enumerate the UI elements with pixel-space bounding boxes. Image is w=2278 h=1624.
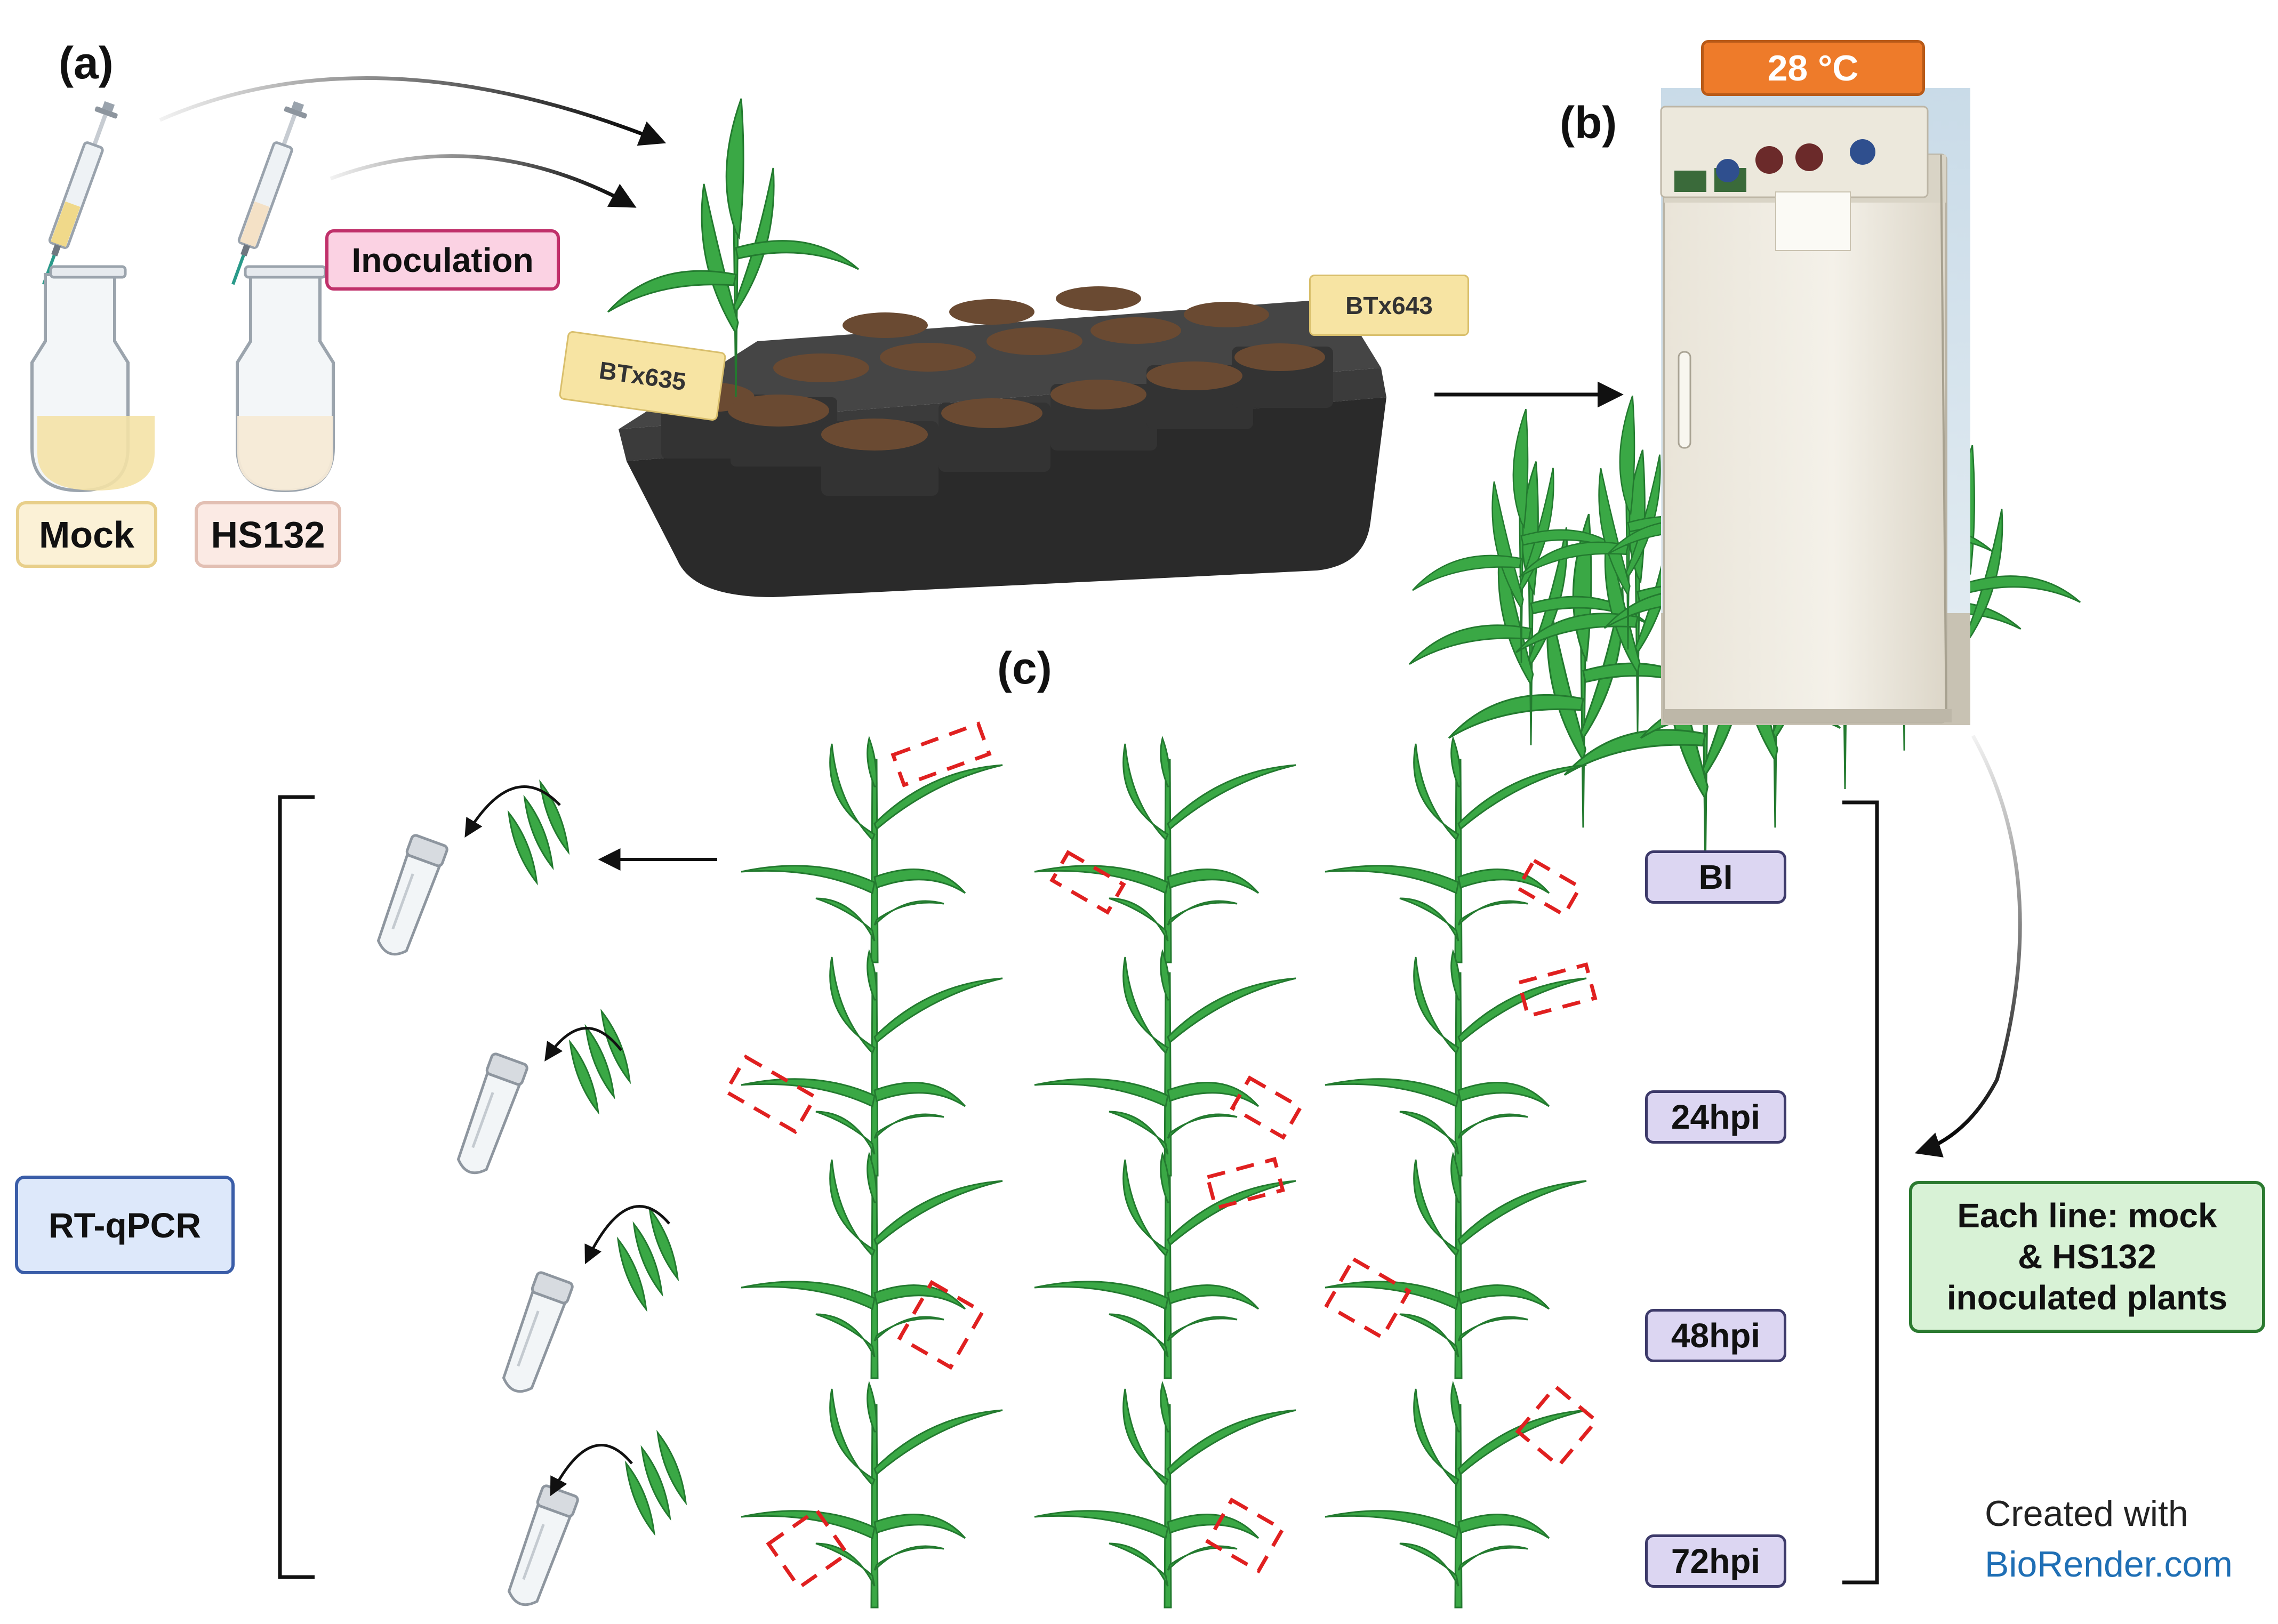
- transfer-arrow: [550, 1444, 633, 1497]
- plant-grid: [723, 721, 1599, 1609]
- mock-label: Mock: [16, 501, 157, 568]
- sampling-mark: [1324, 1256, 1411, 1340]
- syringe-icon: [42, 101, 307, 285]
- each-line-text-3: inoculated plants: [1946, 1278, 2228, 1317]
- arrow-to-plant-lines: [1914, 735, 2022, 1157]
- sampling-mark: [1230, 1075, 1303, 1140]
- panel-label-a: (a): [59, 38, 114, 88]
- sample-tube-icon: [507, 1484, 579, 1606]
- sorghum-plant-icon: [1034, 948, 1303, 1177]
- hs132-label: HS132: [195, 501, 341, 568]
- left-bracket: [278, 795, 315, 1579]
- sampling-mark: [897, 1280, 985, 1370]
- sampling-mark: [723, 1054, 818, 1135]
- timepoint-bi: BI: [1645, 850, 1786, 904]
- sample-tube-icon: [376, 834, 448, 956]
- sampling-mark: [1205, 1497, 1285, 1574]
- tray-tag-right: BTx643: [1309, 275, 1469, 336]
- sample-tube-icon: [502, 1271, 574, 1393]
- transfer-arrow: [544, 1026, 622, 1062]
- transfer-arrow: [464, 785, 561, 838]
- sampling-mark: [1205, 1156, 1285, 1211]
- sampling-mark: [891, 721, 992, 787]
- sorghum-plant-icon: [1034, 1380, 1296, 1609]
- sorghum-plant-icon: [741, 721, 1003, 963]
- sorghum-plant-icon: [1325, 948, 1598, 1177]
- sorghum-seedlings-icon: [607, 98, 2081, 870]
- leaf-samples-icon: [568, 1008, 631, 1115]
- right-bracket: [1842, 800, 1879, 1585]
- leaf-samples-icon: [616, 1205, 679, 1312]
- timepoint-72hpi: 72hpi: [1645, 1534, 1786, 1588]
- sorghum-plant-icon: [1324, 1151, 1587, 1379]
- inoculation-label: Inoculation: [325, 229, 560, 291]
- sorghum-plant-icon: [741, 1151, 1003, 1379]
- inoculation-arrow: [159, 76, 667, 146]
- sorghum-plant-icon: [1325, 735, 1587, 963]
- seedling-tray-icon: [619, 286, 1386, 597]
- each-line-label: Each line: mock & HS132 inoculated plant…: [1909, 1181, 2265, 1333]
- flask-icon: [236, 265, 335, 493]
- each-line-text-2: & HS132: [2018, 1237, 2156, 1276]
- sorghum-plant-icon: [1034, 735, 1296, 963]
- panel-label-b: (b): [1560, 98, 1617, 148]
- credit-link[interactable]: BioRender.com: [1985, 1544, 2233, 1585]
- leaf-samples-icon: [507, 779, 570, 886]
- panel-label-c: (c): [997, 643, 1052, 693]
- sampling-mark: [1515, 858, 1583, 918]
- sample-tubes: [376, 779, 687, 1606]
- each-line-text-1: Each line: mock: [1957, 1196, 2217, 1235]
- sampling-mark: [1517, 962, 1598, 1019]
- timepoint-24hpi: 24hpi: [1645, 1090, 1786, 1144]
- inoculation-arrow: [330, 154, 637, 208]
- sample-tube-icon: [456, 1052, 528, 1175]
- leaf-samples-icon: [624, 1429, 687, 1536]
- rtqpcr-label: RT-qPCR: [15, 1176, 235, 1274]
- credit-line-1: Created with: [1985, 1493, 2188, 1534]
- timepoint-48hpi: 48hpi: [1645, 1309, 1786, 1362]
- sorghum-plant-icon: [1034, 1151, 1296, 1379]
- sorghum-plant-icon: [741, 1380, 1003, 1609]
- transfer-arrow: [584, 1205, 670, 1265]
- sorghum-plant-icon: [1325, 1380, 1599, 1609]
- incubator-photo: [1660, 88, 1970, 725]
- flask-icon: [30, 265, 155, 493]
- sampling-mark: [1049, 850, 1126, 915]
- incubator-temperature: 28 °C: [1701, 40, 1925, 96]
- sorghum-plant-icon: [723, 948, 1003, 1177]
